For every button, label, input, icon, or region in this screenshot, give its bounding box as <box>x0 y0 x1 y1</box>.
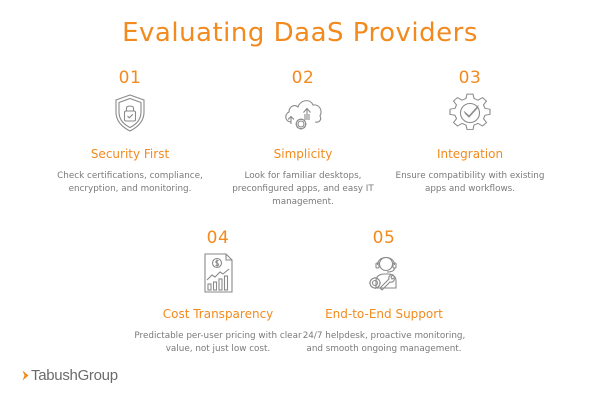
item-description: Check certifications, compliance, encryp… <box>57 171 203 194</box>
item-card-simplicity: 02 Simplicity Look for familiar desktops… <box>213 68 393 209</box>
item-number: 05 <box>372 228 396 248</box>
company-logo: TabushGroup <box>22 367 118 384</box>
item-description: Ensure compatibility with existing apps … <box>395 171 545 194</box>
item-heading: Security First <box>90 147 170 161</box>
shield-lock-icon <box>108 92 152 134</box>
item-card-support: 05 End-to-End Support 24/7 helpdesk, pro… <box>294 228 474 356</box>
item-description: Predictable per-user pricing with clear … <box>134 331 302 354</box>
item-description: Look for familiar desktops, preconfigure… <box>232 171 374 207</box>
support-agent-headset-icon <box>362 252 406 294</box>
cloud-upload-gear-icon <box>281 92 325 134</box>
chevron-right-icon <box>22 370 29 381</box>
item-card-security: 01 Security First Check certifications, … <box>40 68 220 196</box>
item-number: 02 <box>291 68 315 88</box>
item-heading: End-to-End Support <box>325 307 443 321</box>
item-heading: Cost Transparency <box>162 307 274 321</box>
item-heading: Simplicity <box>273 147 333 161</box>
logo-text: TabushGroup <box>31 367 118 384</box>
gear-checkmark-icon <box>448 92 492 134</box>
page-title: Evaluating DaaS Providers <box>122 18 478 48</box>
item-card-integration: 03 Integration Ensure compatibility with… <box>380 68 560 196</box>
item-number: 01 <box>118 68 142 88</box>
item-number: 03 <box>458 68 482 88</box>
item-heading: Integration <box>436 147 504 161</box>
item-number: 04 <box>206 228 230 248</box>
item-description: 24/7 helpdesk, proactive monitoring, and… <box>302 331 466 354</box>
item-card-cost-transparency: 04 Cost Transparency Predictable per-use… <box>128 228 308 356</box>
document-dollar-chart-icon <box>196 252 240 294</box>
